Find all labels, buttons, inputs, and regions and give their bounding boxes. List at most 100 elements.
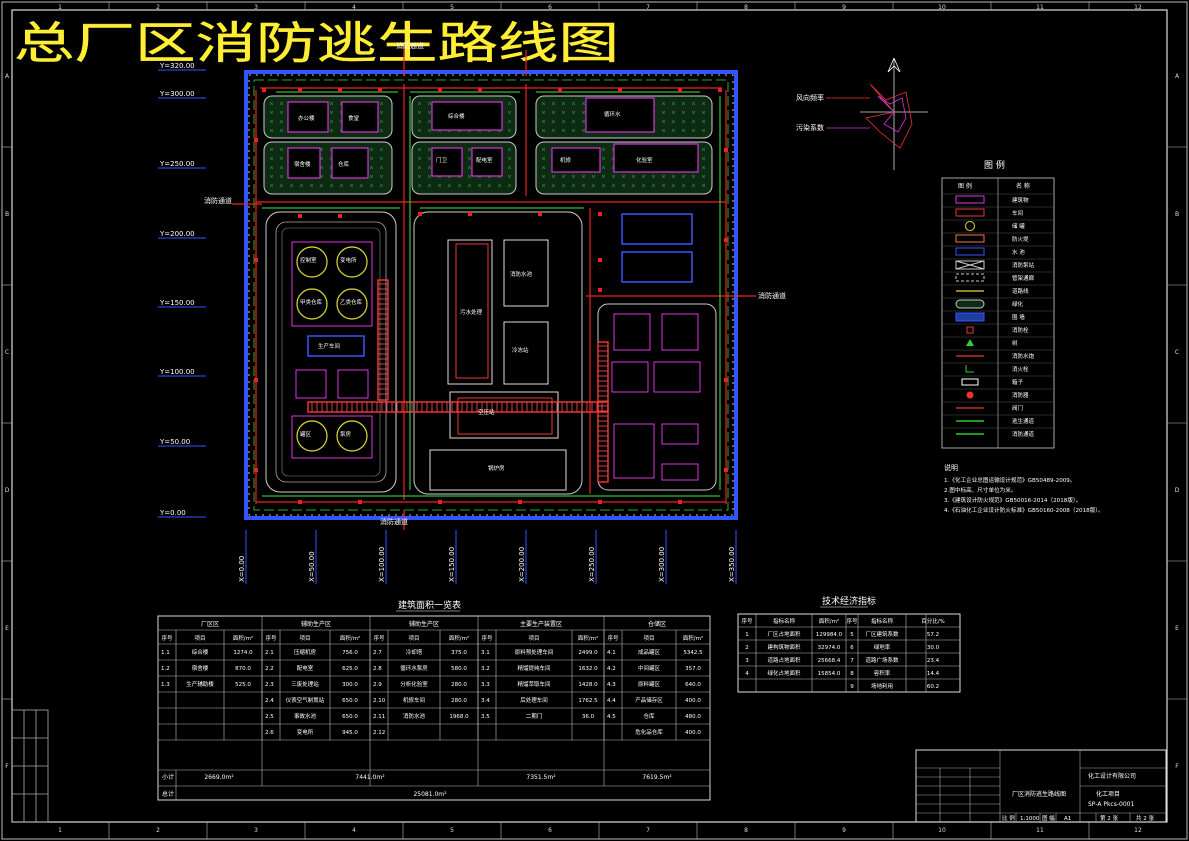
hydrant-marker [598,500,602,504]
legend-item-label: 储 罐 [1012,222,1025,230]
x-grid-label: X=350.00 [728,547,736,582]
hydrant-marker [724,378,728,382]
area-table-header: 面积/m² [449,635,469,642]
frame-col-label: 8 [744,4,748,11]
green-hatch [551,101,556,106]
building-label: 消防水池 [510,270,533,278]
green-hatch [661,128,666,133]
area-table-cell: 配电室 [297,664,314,672]
area-table-cell: 3.3 [481,682,490,688]
green-hatch [601,147,606,152]
pool [621,251,693,283]
area-table-cell: 成品罐区 [638,648,661,656]
green-hatch [279,119,284,124]
hydrant-marker [724,238,728,242]
tank [336,288,368,320]
legend-item-label: 阀门 [1012,404,1023,412]
frame-col-label: 2 [156,4,160,11]
hydrant-marker [262,88,266,92]
hydrant-marker [298,214,302,218]
green-hatch [701,174,706,179]
drawing-title: 总厂区消防逃生路线图 [14,18,619,69]
green-hatch [621,183,626,188]
title-block-sheet-label: 图 幅 [1042,814,1055,822]
green-hatch [507,110,512,115]
area-table-cell: 357.0 [685,666,701,672]
green-hatch [417,156,422,161]
legend-swatch [955,234,985,243]
tech-table-cell: 6 [850,645,854,651]
tech-table-cell: 4 [745,671,749,677]
tank [296,420,328,452]
tech-table-cell: 8 [850,671,854,677]
green-hatch [611,174,616,179]
green-hatch [467,183,472,188]
legend-item-label: 消防器 [1012,391,1029,399]
area-table-cell: 产品储存区 [635,696,663,704]
building-label: 综合楼 [448,112,465,120]
building-label: 宿舍楼 [294,160,311,168]
green-hatch [541,110,546,115]
green-hatch [691,110,696,115]
building-label: 门卫 [436,156,448,164]
area-table: 建筑面积一览表 厂区区序号项目面积/m²辅助生产区序号项目面积/m²辅助生产区序… [157,599,711,801]
building-label: 仓库 [338,160,350,168]
green-hatch [329,128,334,133]
green-hatch [681,101,686,106]
y-grid-label: Y=50.00 [159,438,190,446]
green-hatch [601,156,606,161]
area-table-cell: 1.1 [161,650,170,656]
building [585,97,655,133]
x-grid-label: X=300.00 [658,547,666,582]
legend-item-label: 水 池 [1012,248,1025,256]
tech-table-cell: 9 [850,684,854,690]
green-hatch [581,101,586,106]
building [551,147,601,173]
green-hatch [631,174,636,179]
building-label: 甲类仓库 [300,298,323,306]
tank [296,246,328,278]
hydrant-marker [724,468,728,472]
green-hatch [681,174,686,179]
building [341,101,379,133]
y-grid-label: Y=250.00 [159,160,195,168]
green-hatch [507,156,512,161]
pool [307,335,365,357]
green-hatch [691,183,696,188]
tech-table-cell: 厂区占地面积 [767,630,801,638]
green-hatch [541,147,546,152]
area-table-cell: 变电所 [297,728,314,736]
area-table-subtotal: 7441.0m² [355,774,385,781]
hydrant-marker [538,212,542,216]
area-table-title: 建筑面积一览表 [398,599,461,611]
title-block-company: 化工设计有限公司 [1088,772,1136,780]
production-area [413,211,583,495]
green-hatch [279,147,284,152]
tech-table-cell: 30.0 [927,645,940,651]
green-hatch [561,128,566,133]
area-table-cell: 危化品仓库 [635,728,663,736]
green-hatch [701,110,706,115]
title-block-scale-label: 比 例 [1002,814,1015,822]
green-hatch [551,183,556,188]
legend-swatch [955,260,985,270]
area-table-cell: 1428.0 [578,682,598,688]
frame-col-label: 7 [646,4,650,11]
y-grid-label: Y=0.00 [159,509,186,517]
building [331,147,369,179]
frame-row-label: D [5,487,10,494]
hydrant-marker [358,500,362,504]
green-hatch [299,183,304,188]
green-hatch [621,174,626,179]
green-hatch [541,128,546,133]
area-table-cell: 3.4 [481,698,490,704]
green-hatch [571,101,576,106]
green-hatch [581,183,586,188]
building [431,147,463,177]
building-label: 办公楼 [298,114,315,122]
green-hatch [551,174,556,179]
green-hatch [427,183,432,188]
y-grid-label: Y=100.00 [159,368,195,376]
area-table-cell: 2499.0 [578,650,598,656]
